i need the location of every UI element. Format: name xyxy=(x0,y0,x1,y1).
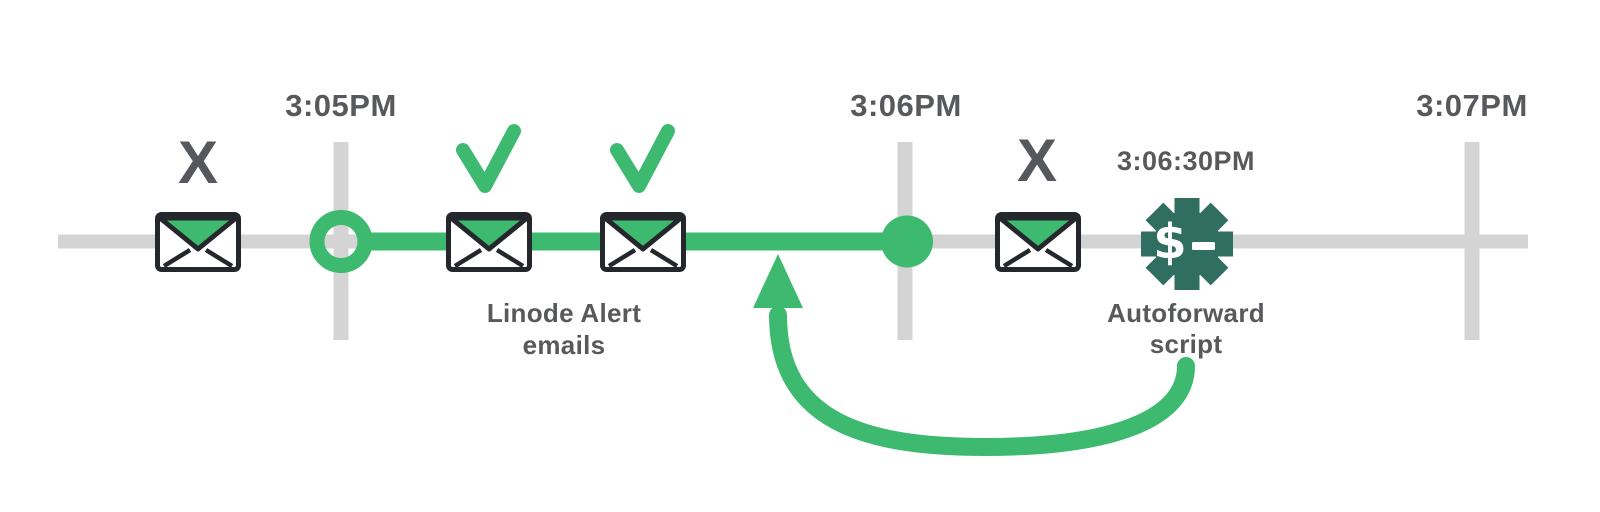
email-icon-blocked-before xyxy=(158,215,239,270)
segment-start-ring xyxy=(309,210,373,273)
alert-emails-caption-line1: Linode Alert xyxy=(487,298,641,328)
loopback-arrow-shaft xyxy=(769,306,1195,457)
dollar-prompt-glyph: $ xyxy=(1153,214,1186,270)
blocked-x-mark-1: X xyxy=(178,129,218,196)
autoforward-time-label: 3:06:30PM xyxy=(1117,146,1255,176)
email-icon-blocked-after xyxy=(998,215,1079,270)
alert-emails-caption-line2: emails xyxy=(523,330,606,360)
autoforward-caption: Autoforward script xyxy=(1107,298,1265,359)
tick-label-3-06: 3:06PM xyxy=(850,88,962,123)
tick-3-07 xyxy=(1464,142,1480,340)
prompt-dash-icon xyxy=(1192,242,1215,250)
segment-end-dot xyxy=(881,215,933,268)
check-icon-2 xyxy=(617,131,668,186)
tick-label-3-05: 3:05PM xyxy=(285,88,397,123)
loopback-arrowhead-icon xyxy=(753,254,803,308)
tick-label-3-07: 3:07PM xyxy=(1416,88,1528,123)
autoforward-caption-line2: script xyxy=(1150,329,1223,359)
autoforward-caption-line1: Autoforward xyxy=(1107,298,1265,328)
email-icon-alert-1 xyxy=(449,215,530,270)
email-icon-alert-2 xyxy=(603,215,684,270)
check-icon-1 xyxy=(463,131,514,186)
blocked-x-mark-2: X xyxy=(1017,127,1057,194)
loopback-arrow xyxy=(753,254,1195,457)
alert-emails-caption: Linode Alert emails xyxy=(487,298,641,360)
autoforward-gear-icon: $ xyxy=(1141,198,1233,290)
tick-3-05 xyxy=(333,142,349,340)
